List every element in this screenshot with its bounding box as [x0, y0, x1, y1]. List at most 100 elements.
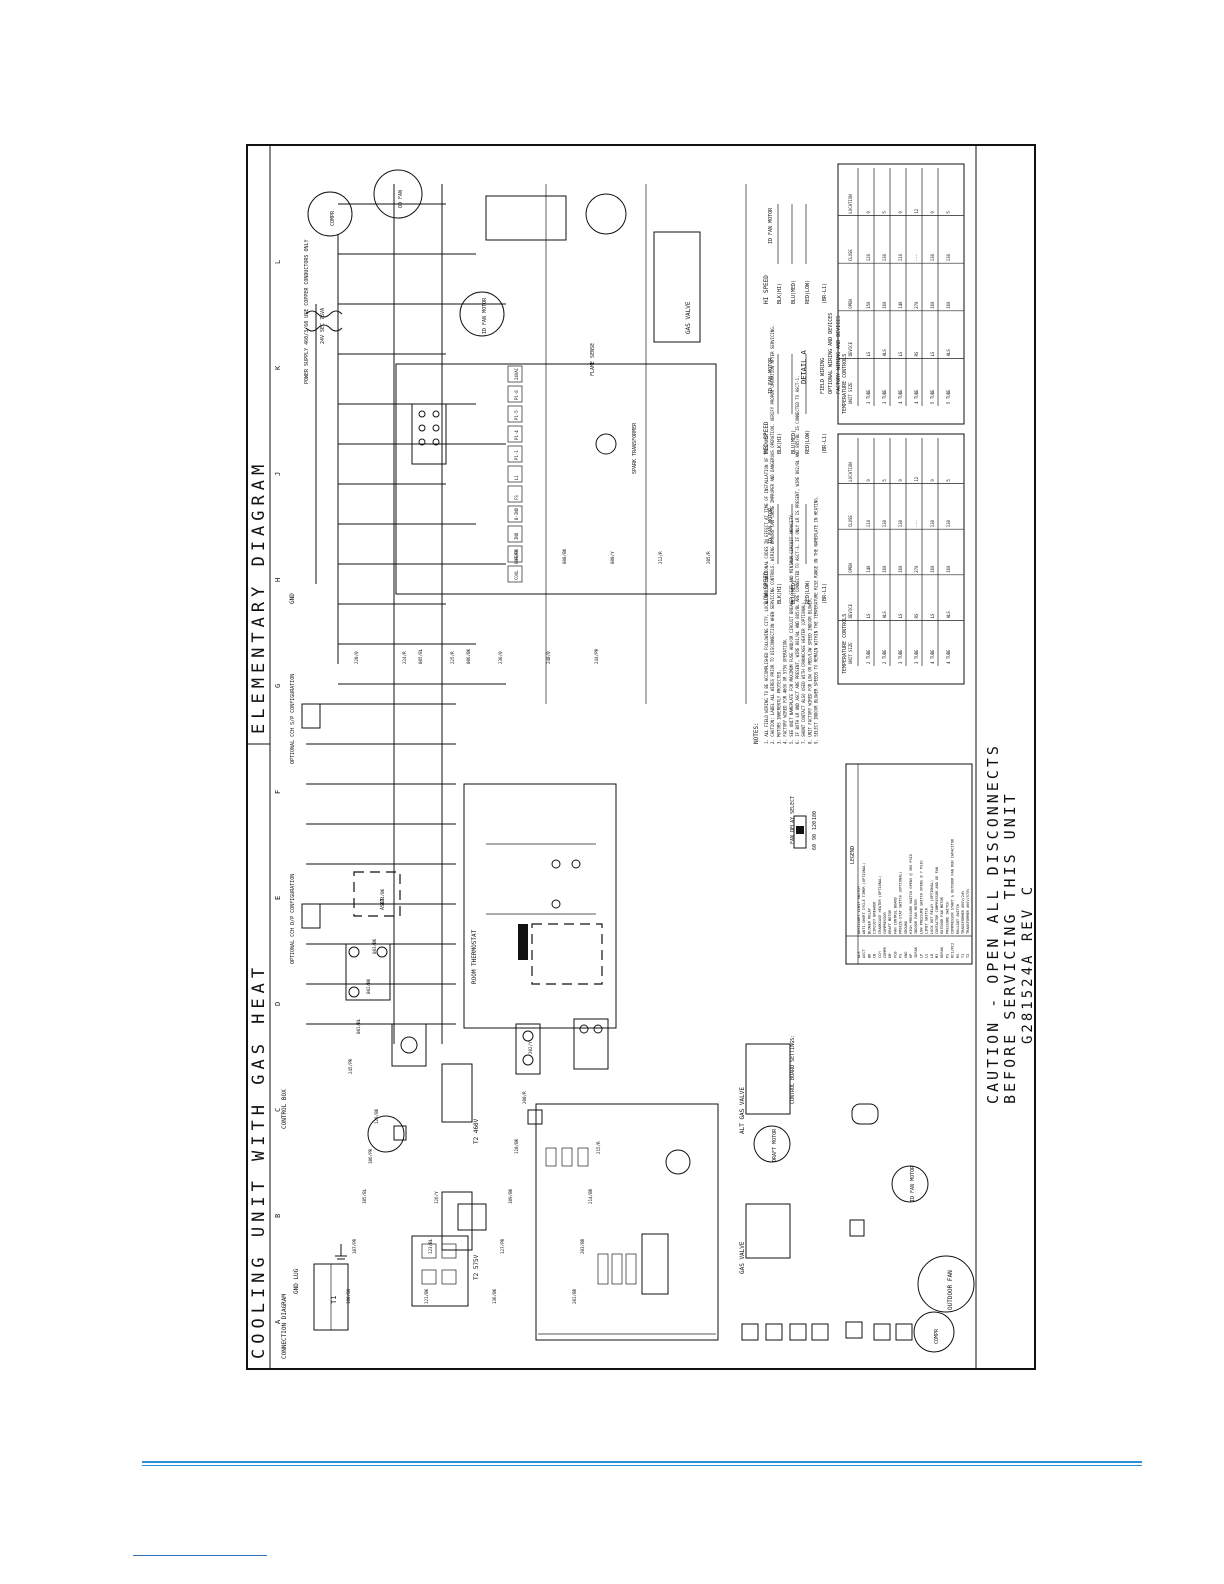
transformer-t2-575	[441, 1191, 473, 1251]
legend-code: RS	[956, 954, 960, 958]
alt-gas-valve-label: ALT GAS VALVE	[739, 1087, 746, 1134]
wire-label: 109/BK	[508, 1188, 513, 1204]
legend-code: ALS	[857, 952, 861, 959]
notes-lines: 1. ALL FIELD WIRING TO BE ACCOMPLISHED F…	[764, 325, 819, 744]
capacitor-rc	[367, 1115, 405, 1153]
temp-controls-a-title: TEMPERATURE CONTROLS	[842, 614, 848, 674]
wire-label: 126/Y	[434, 1191, 439, 1204]
wire-label: 244/PR	[594, 648, 599, 664]
legend-box	[845, 763, 973, 965]
table-cell: 5	[882, 211, 887, 214]
table-cell: 9	[898, 479, 903, 482]
legend-code: RC1/RC2	[951, 943, 955, 958]
notes-heading: NOTES:	[753, 722, 760, 744]
legend-code: PS	[945, 954, 949, 958]
table-header: UNIT SIZE	[848, 382, 853, 404]
outdoor-fan	[917, 1255, 975, 1313]
table-header: DEVICE	[848, 603, 853, 618]
wire-label: 120/BK	[374, 1108, 379, 1124]
legend-desc: ANTI-SHORT CYCLE TIMER (OPTIONAL)	[862, 863, 866, 934]
table-cell: 12	[914, 208, 919, 213]
transformer-t2-460	[441, 1063, 473, 1123]
ladder-rungs	[306, 184, 747, 1044]
wire-label: 107/PR	[352, 1238, 357, 1254]
thermostat-system-switch	[531, 923, 603, 985]
board-terminal-label: FS	[514, 495, 519, 500]
table-cell: 4 TUBE	[930, 649, 935, 664]
table-cell: 9	[866, 479, 871, 482]
table-cell: 130	[898, 519, 903, 527]
table-cell: LS	[866, 613, 871, 618]
table-cell: 4 TUBE	[914, 389, 919, 404]
board-terminal-box	[507, 525, 523, 543]
note-line: 1. ALL FIELD WIRING TO BE ACCOMPLISHED F…	[764, 431, 769, 744]
table-cell: 140	[898, 301, 903, 309]
board-terminal-box	[507, 365, 523, 383]
temp-controls-table-b	[837, 163, 965, 425]
table-cell: LS	[930, 613, 935, 618]
note-line: 5. SEE UNIT NAMEPLATE FOR MAXIMUM FUSE A…	[789, 513, 794, 744]
legend-desc: OUTDOOR FAN MOTOR	[940, 896, 944, 934]
legend-title: LEGEND	[850, 846, 856, 864]
table-cell: 140	[866, 565, 871, 573]
table-cell: 270	[914, 301, 919, 309]
gas-valve-elementary	[653, 231, 701, 343]
hp-box	[895, 1323, 913, 1341]
note-line: 3. MOTORS INHERENTLY PROTECTED.	[776, 669, 781, 744]
legend-code: IDFAN	[914, 947, 918, 958]
board-terminal-box	[507, 445, 523, 463]
wire-label: 212/R	[658, 551, 663, 564]
gnd-lug-label: GND LUG	[293, 1268, 300, 1294]
wire-label: 220/0	[354, 651, 359, 664]
field-wiring-label: FIELD WIRING	[820, 358, 826, 394]
outdoor-fan-label: OUTDOOR FAN	[947, 1270, 954, 1310]
table-cell: ---	[914, 254, 919, 261]
id-fan-motor-lower	[891, 1165, 929, 1203]
board-terminal-box	[507, 465, 523, 483]
spark-gap	[595, 433, 617, 455]
fan-delay-option: 90	[812, 834, 818, 840]
table-header: CLOSE	[848, 515, 853, 528]
flame-sense-label: FLAME SENSE	[590, 343, 596, 376]
speed-lead: (BR-L1)	[822, 433, 828, 454]
table-cell: 3 TUBE	[866, 389, 871, 404]
transformer-24v-secondary	[305, 324, 343, 332]
table-cell: 12	[914, 476, 919, 481]
id-fan-motor-lower-label: ID FAN MOTOR	[910, 1165, 916, 1202]
wire-label: 803/BK	[372, 938, 377, 954]
legend-code: COMPR	[883, 946, 887, 958]
table-cell: 130	[882, 253, 887, 261]
grid-letter: C	[274, 1108, 282, 1112]
legend-code: T1	[961, 954, 965, 958]
optional-cch-dp	[301, 903, 321, 929]
optional-cch-sp	[301, 703, 321, 729]
gnd-label: GND	[289, 593, 296, 604]
id-fan-motor-upper-label: ID FAN MOTOR	[482, 297, 488, 334]
transformer-24v-primary	[305, 310, 343, 318]
wire-label: 121/BK	[424, 1288, 429, 1304]
lp-box	[873, 1323, 891, 1341]
board-terminal-label: COOL	[514, 570, 519, 580]
legend-code: ODFAN	[940, 947, 944, 958]
wire-label: 110/BK	[514, 1138, 519, 1154]
compressor-upper	[307, 191, 353, 237]
fs-box	[849, 1219, 865, 1237]
wire-label: 804/BK	[380, 888, 385, 904]
table-cell: LS	[898, 613, 903, 618]
wire-label: 215/R	[596, 1141, 601, 1154]
legend-code: FCB	[893, 952, 897, 959]
table-cell: 150	[866, 301, 871, 309]
table-cell: 110	[866, 519, 871, 527]
plug-terminal-upper	[485, 195, 567, 241]
note-line: 8. UNIT FACTORY WIRED FOR LOW OR MED/LOW…	[807, 597, 812, 744]
wire-label: 127/PR	[500, 1238, 505, 1254]
board-terminal-box	[507, 545, 523, 563]
footer-rule-thin	[142, 1465, 1142, 1466]
wire-label: 201/BR	[572, 1288, 577, 1304]
speed-lead: (BR-L1)	[822, 583, 828, 604]
table-header: OPEN	[848, 563, 853, 573]
table-cell: 4 TUBE	[946, 649, 951, 664]
